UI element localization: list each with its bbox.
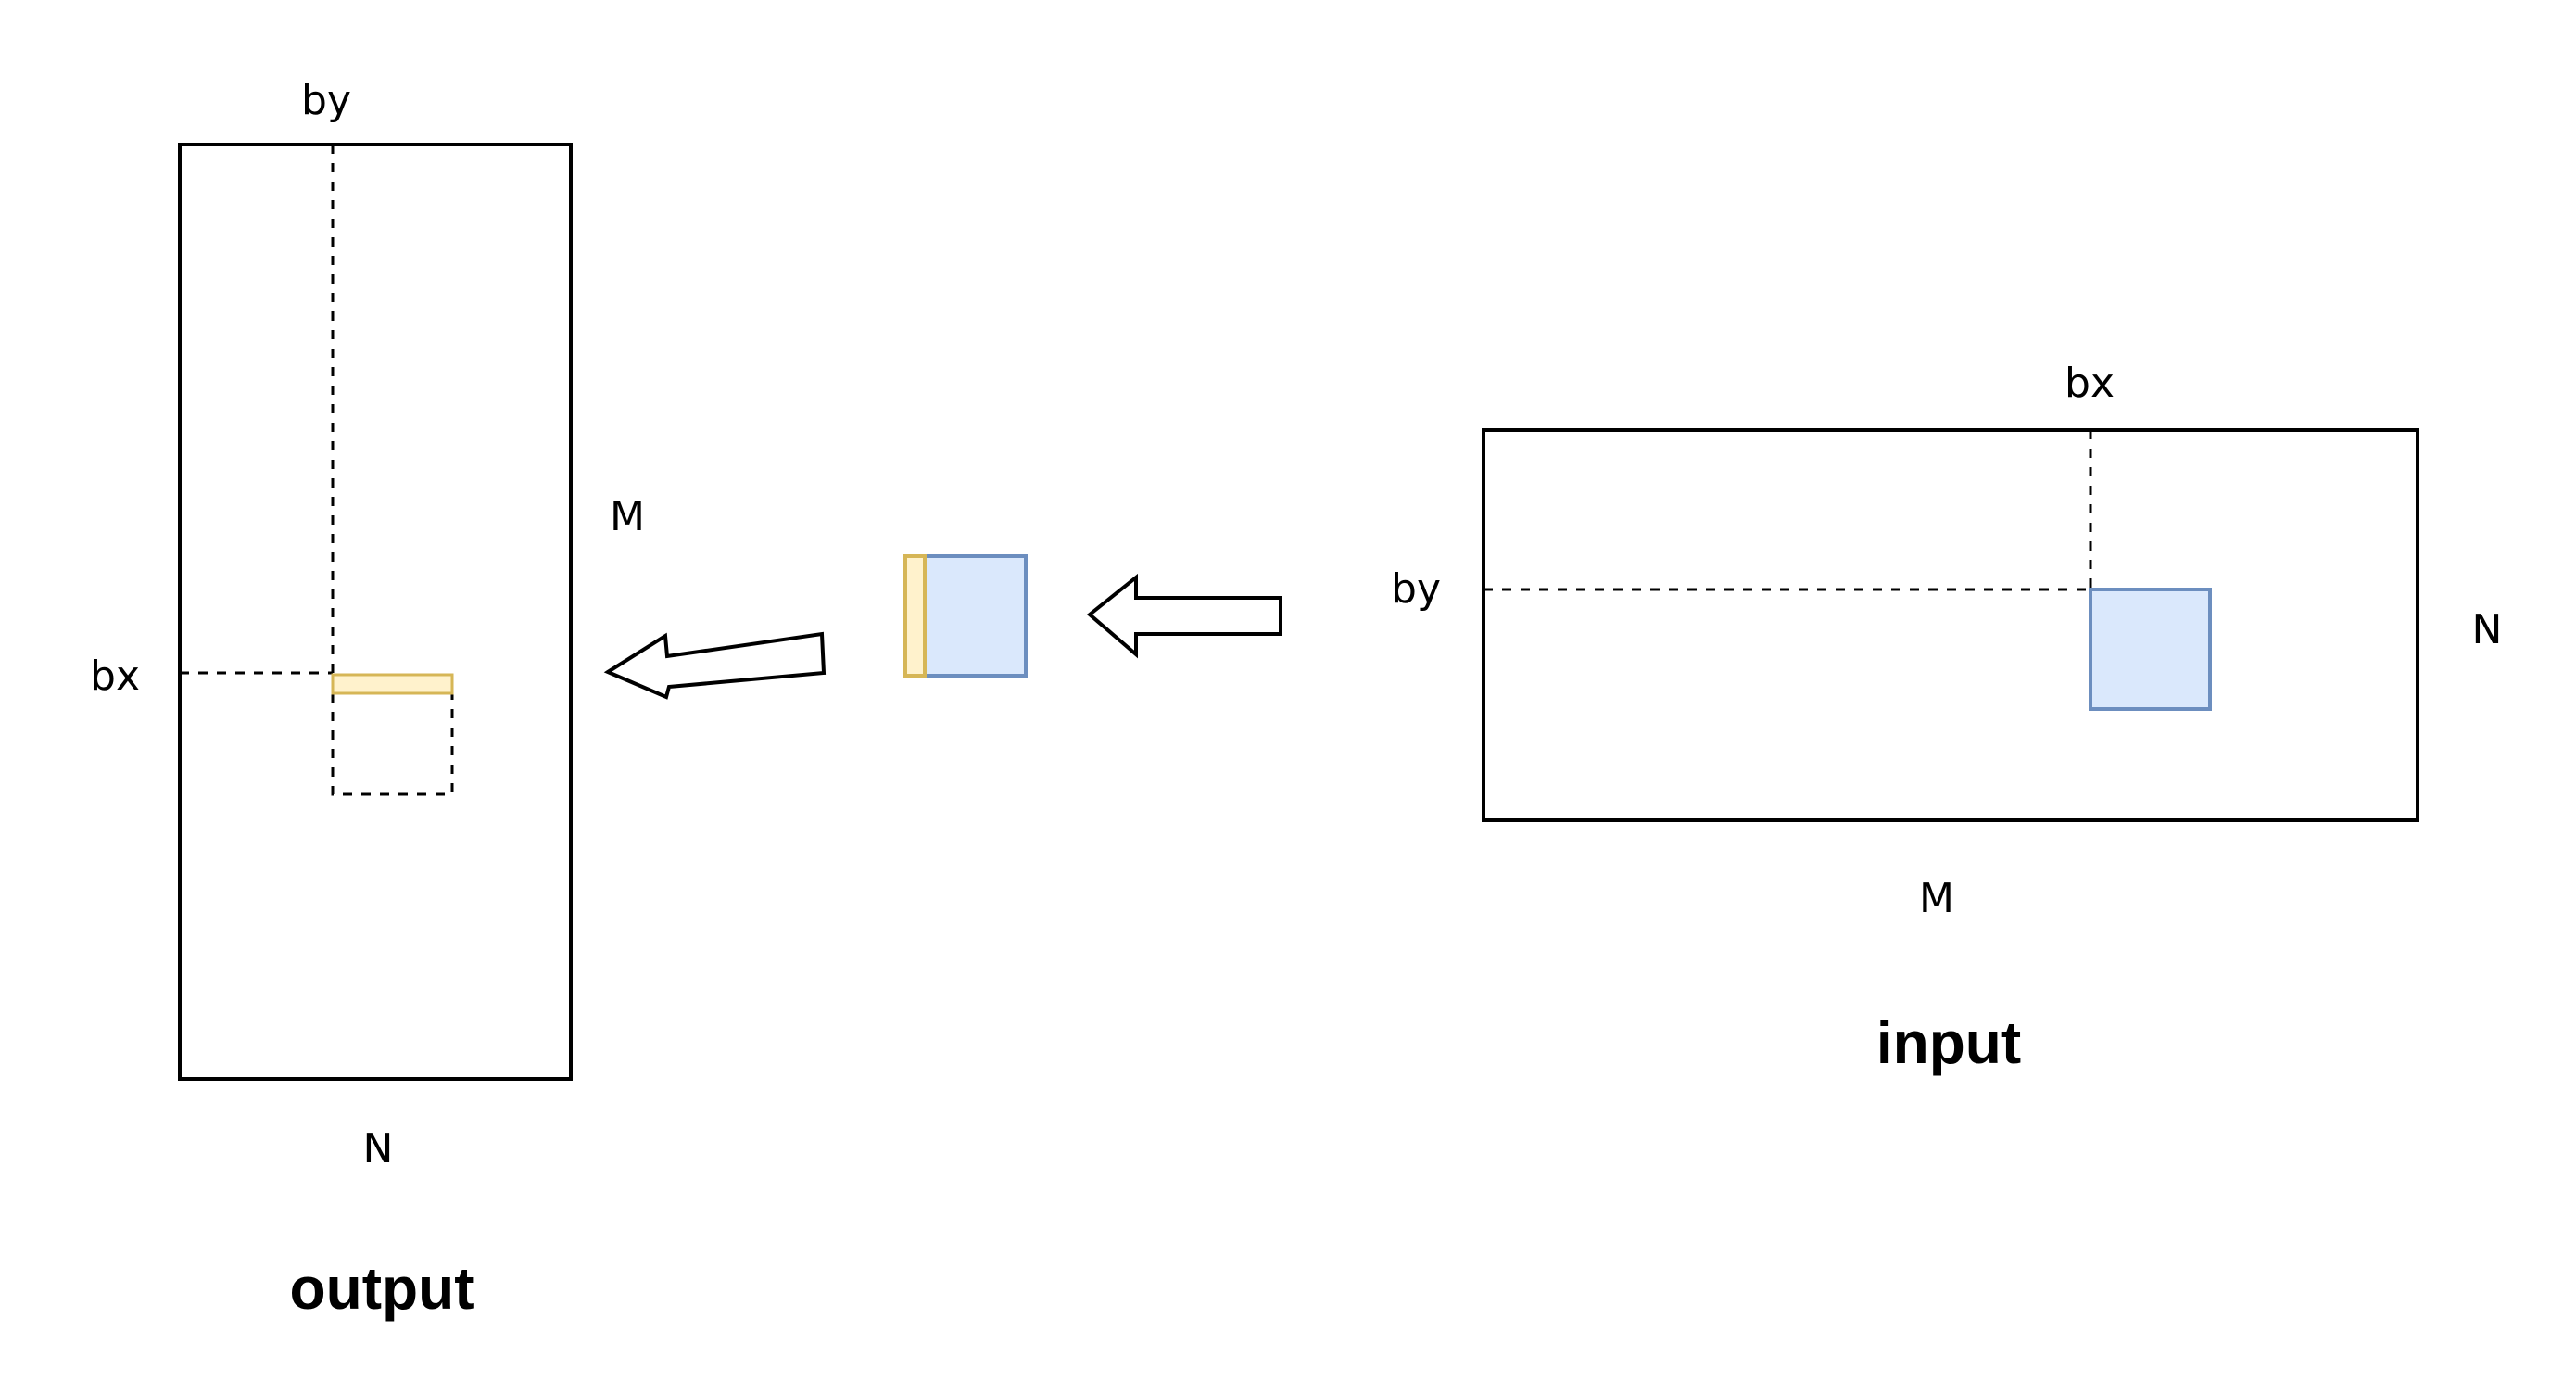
input-label-by: by <box>1391 565 1441 613</box>
output-label-by: by <box>301 77 351 124</box>
arrow-to-output <box>603 631 827 700</box>
output-label-n: N <box>363 1125 394 1172</box>
shared-tile <box>923 554 1028 678</box>
input-matrix-group: bx by N M input <box>1391 360 2502 1076</box>
output-tile-outline <box>331 693 454 796</box>
shared-tile-strip <box>903 554 927 678</box>
input-label-m: M <box>1919 875 1954 922</box>
input-matrix <box>1482 428 2419 822</box>
shared-tile-group <box>903 554 1028 678</box>
output-matrix-group: by bx M N output <box>90 77 645 1322</box>
arrow-from-input <box>1086 573 1282 659</box>
output-caption: output <box>290 1255 474 1322</box>
output-matrix <box>178 143 573 1081</box>
input-caption: input <box>1876 1009 2021 1076</box>
output-label-m: M <box>610 493 645 540</box>
output-row-strip <box>331 673 454 695</box>
input-label-bx: bx <box>2065 360 2115 407</box>
output-label-bx: bx <box>90 653 140 700</box>
input-label-n: N <box>2472 606 2503 653</box>
input-tile <box>2089 588 2212 711</box>
